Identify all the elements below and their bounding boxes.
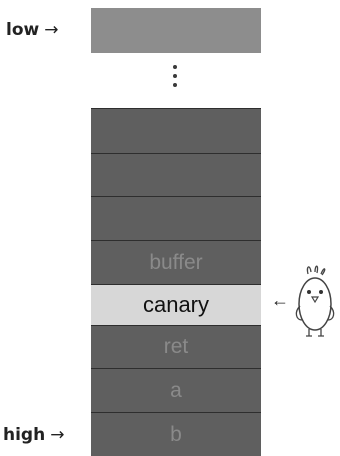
high-address-label: high→ [3,425,64,445]
high-label-text: high [3,425,46,445]
stack-cell-label [91,154,261,196]
stack-cell-1 [91,108,261,153]
left-arrow-icon: ← [271,290,289,310]
b-cell: b [91,412,261,456]
dot [173,83,177,87]
low-address-label: low→ [6,20,58,40]
ellipsis-dots [171,65,179,92]
stack-cell-2 [91,153,261,196]
right-arrow-icon: → [44,20,59,40]
b-label: b [170,422,182,446]
ret-label: ret [163,335,189,358]
right-arrow-icon: → [50,425,65,445]
dot [173,74,177,78]
canary-label: canary [142,292,210,317]
ret-cell: ret [91,325,261,368]
a-cell: a [91,368,261,412]
stack-cell-label [91,197,261,240]
stack-cell-label [91,109,261,153]
canary-cell: canary [91,284,261,325]
buffer-cell: buffer [91,240,261,284]
top-memory-block [91,8,261,53]
stack-cell-3 [91,196,261,240]
buffer-label: buffer [149,250,203,274]
low-label-text: low [6,20,40,40]
dot [173,65,177,69]
canary-bird-icon [295,265,335,337]
a-label: a [170,378,182,402]
